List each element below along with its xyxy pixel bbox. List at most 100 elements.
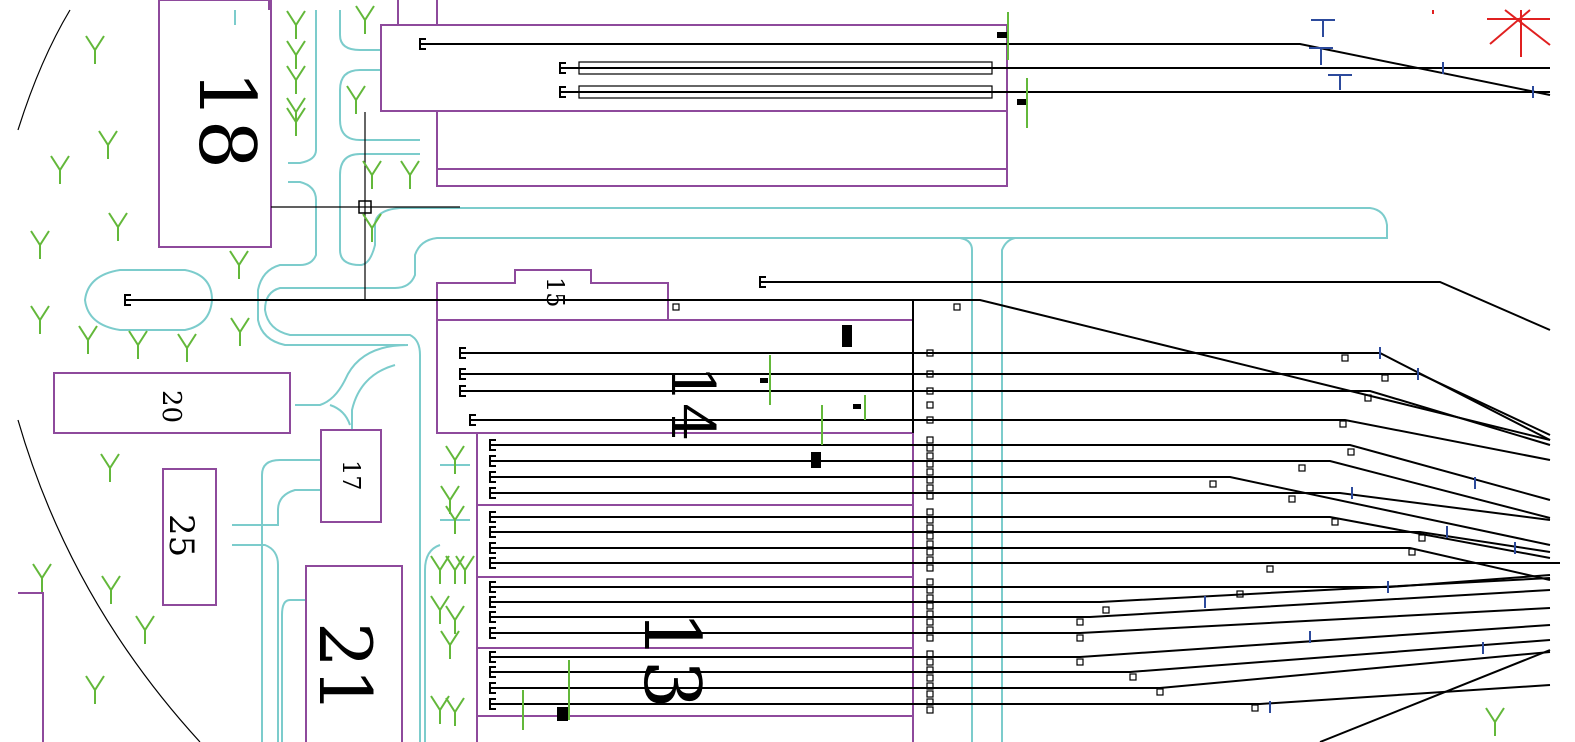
switch-marker-icon (926, 401, 934, 409)
switch-marker-icon (1288, 495, 1296, 503)
tree-icon (101, 575, 121, 604)
tree-icon (286, 40, 306, 69)
switch-marker-icon (926, 484, 934, 492)
cad-crosshair-cursor (271, 112, 460, 300)
track-line (1319, 649, 1551, 742)
switch-marker-icon (1076, 634, 1084, 642)
label-15: 15 (541, 277, 569, 308)
building-20 (53, 372, 291, 434)
switch-marker-icon (926, 674, 934, 682)
tree-icon (445, 445, 465, 474)
tree-icon (430, 555, 450, 584)
site-boundary-arc-bottom (17, 419, 201, 742)
label-25: 25 (161, 514, 201, 557)
switch-marker-icon (926, 349, 934, 357)
yard-block-4 (476, 647, 914, 742)
switch-marker-icon (1298, 464, 1306, 472)
buffer-stop-icon (559, 86, 566, 98)
switch-marker-icon (926, 650, 934, 658)
switch-marker-icon (1331, 518, 1339, 526)
buffer-stop-icon (489, 471, 496, 483)
tree-icon (362, 213, 382, 242)
buffer-stop-icon (489, 487, 496, 499)
tree-icon (430, 595, 450, 624)
label-13: 13 (626, 610, 716, 709)
tree-icon (346, 85, 366, 114)
track-line (490, 577, 1551, 603)
switch-marker-icon (926, 387, 934, 395)
track-line (490, 639, 1551, 673)
buffer-stop-icon (489, 627, 496, 639)
tree-icon (455, 555, 475, 584)
track-line (490, 516, 1551, 559)
switch-marker-icon (926, 540, 934, 548)
signal-post-icon (1328, 74, 1352, 90)
tree-icon (430, 695, 450, 724)
track-line (490, 492, 1551, 521)
siding-platform (578, 61, 993, 75)
buffer-stop-icon (489, 682, 496, 694)
switch-marker-icon (1209, 480, 1217, 488)
block-labels: 18 15 14 20 17 25 21 13 (156, 70, 727, 714)
tree-icon (400, 160, 420, 189)
track-line (490, 607, 1551, 634)
tree-icon (128, 330, 148, 359)
switch-marker-icon (1341, 354, 1349, 362)
signal-block-icon (997, 32, 1007, 38)
track-line (490, 684, 1551, 705)
switch-marker-icon (1236, 590, 1244, 598)
label-14: 14 (657, 365, 727, 441)
track-line (490, 589, 1551, 618)
switch-marker-icon (926, 508, 934, 516)
buffer-stop-icon (759, 276, 766, 288)
switch-marker-icon (926, 532, 934, 540)
building-25 (162, 468, 217, 606)
switch-marker-icon (926, 564, 934, 572)
switch-marker-icon (926, 476, 934, 484)
building-21 (305, 565, 403, 742)
railway-tracks (124, 38, 1560, 742)
signal-block-icon (557, 707, 568, 721)
tree-icon (85, 35, 105, 64)
tree-icon (229, 250, 249, 279)
switch-marker-icon (1408, 548, 1416, 556)
switch-marker-icon (1076, 658, 1084, 666)
tree-icon (445, 697, 465, 726)
switch-marker-icon (926, 370, 934, 378)
signal-block-icon (1017, 99, 1027, 105)
switch-marker-icon (926, 492, 934, 500)
buffer-stop-icon (489, 511, 496, 523)
track-line (490, 444, 1551, 501)
label-17: 17 (337, 460, 365, 491)
tree-icon (362, 160, 382, 189)
tree-icon (445, 555, 465, 584)
track-line (490, 531, 1551, 553)
tree-icon (98, 130, 118, 159)
buffer-stop-icon (459, 385, 466, 397)
switch-marker-icon (926, 416, 934, 424)
yard-block-2 (476, 504, 914, 578)
track-line (490, 476, 1551, 546)
buffer-stop-icon (489, 526, 496, 538)
switch-marker-icon (926, 436, 934, 444)
tree-icon (100, 453, 120, 482)
tree-icon (78, 325, 98, 354)
switch-marker-icon (926, 444, 934, 452)
switch-marker-icon (926, 602, 934, 610)
siding-platform (578, 85, 993, 99)
switch-marker-icon (1102, 606, 1110, 614)
signal-post-icon (1309, 47, 1333, 65)
tree-icon (85, 675, 105, 704)
buffer-stop-icon (124, 294, 131, 306)
track-line (460, 390, 1551, 446)
track-line (490, 460, 1551, 519)
track-details (522, 12, 1534, 730)
track-line (420, 43, 1551, 96)
building-18 (158, 0, 272, 248)
tree-icon (286, 65, 306, 94)
switch-marker-icon (926, 548, 934, 556)
switch-marker-icon (953, 303, 961, 311)
switch-marker-icon (926, 634, 934, 642)
buffer-stop-icon (489, 666, 496, 678)
